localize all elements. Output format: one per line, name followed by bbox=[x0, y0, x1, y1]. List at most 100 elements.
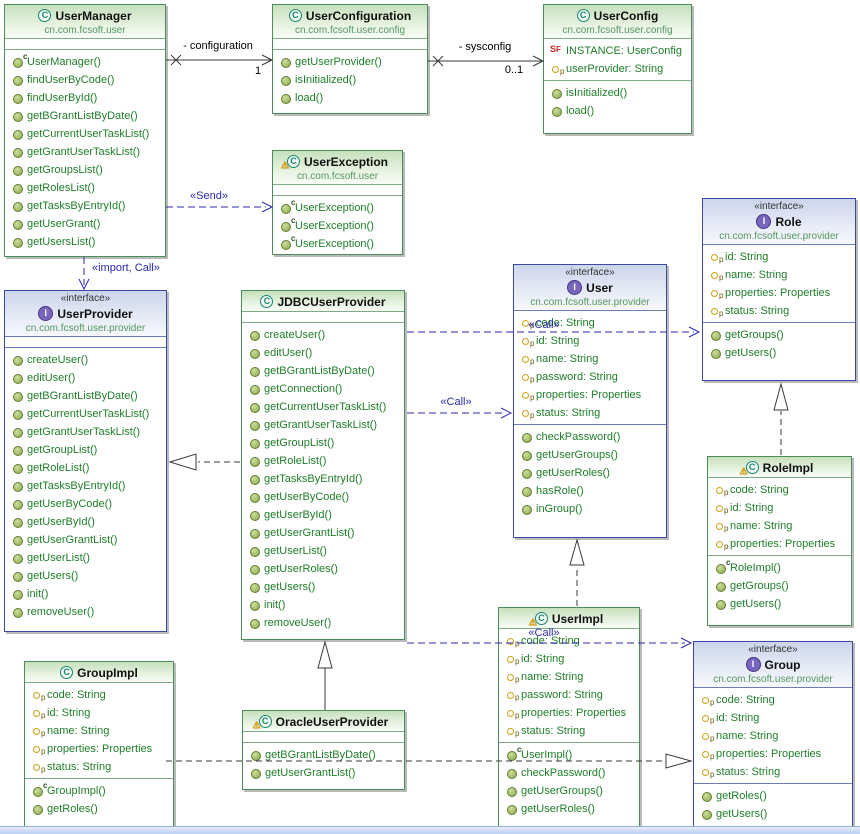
class-package: cn.com.fcsoft.user bbox=[44, 25, 126, 36]
member-label: getRolesList() bbox=[27, 182, 95, 194]
member-label: getCurrentUserTaskList() bbox=[27, 408, 150, 420]
interface-group[interactable]: «interface» Group cn.com.fcsoft.user.pro… bbox=[693, 641, 853, 834]
member-label: getGroupsList() bbox=[27, 164, 103, 176]
member-row: getGrantUserTaskList() bbox=[5, 143, 165, 161]
member-row: getUserRoles() bbox=[514, 464, 666, 482]
class-user-exception[interactable]: UserException cn.com.fcsoft.user cUserEx… bbox=[272, 150, 403, 255]
edge-label-configuration: - configuration bbox=[183, 40, 253, 52]
member-label: getUsers() bbox=[264, 581, 316, 593]
member-label: getUserGrantList() bbox=[264, 527, 355, 539]
property-icon: p bbox=[714, 537, 730, 551]
member-row: hasRole() bbox=[514, 482, 666, 500]
warning-icon bbox=[740, 466, 748, 477]
method-icon bbox=[505, 784, 521, 798]
member-label: UserException() bbox=[295, 202, 374, 214]
member-row: getGroupsList() bbox=[5, 161, 165, 179]
method-icon bbox=[279, 73, 295, 87]
method-icon bbox=[248, 382, 264, 396]
method-icon bbox=[11, 163, 27, 177]
member-label: getUserGrantList() bbox=[27, 534, 118, 546]
member-label: id: String bbox=[521, 653, 565, 665]
method-icon bbox=[700, 807, 716, 821]
class-user-config[interactable]: UserConfig cn.com.fcsoft.user.config SFI… bbox=[543, 4, 692, 134]
member-label: getRoles() bbox=[47, 803, 98, 815]
method-icon bbox=[520, 430, 536, 444]
method-icon bbox=[248, 562, 264, 576]
member-row: inGroup() bbox=[514, 500, 666, 518]
member-row: getUserRoles() bbox=[242, 560, 404, 578]
member-label: code: String bbox=[730, 484, 789, 496]
member-row: isInitialized() bbox=[273, 71, 427, 89]
method-icon bbox=[709, 328, 725, 342]
class-package: cn.com.fcsoft.user.config bbox=[562, 25, 673, 36]
member-row: getGroupList() bbox=[242, 434, 404, 452]
member-row: editUser() bbox=[5, 369, 166, 387]
member-row: getUserGrant() bbox=[5, 215, 165, 233]
member-label: checkPassword() bbox=[536, 431, 621, 443]
member-label: getGroupList() bbox=[264, 437, 335, 449]
member-label: getUserGroups() bbox=[536, 449, 618, 461]
constructor-icon: c bbox=[31, 782, 47, 798]
property-icon: p bbox=[31, 760, 47, 774]
method-icon bbox=[520, 502, 536, 516]
member-label: status: String bbox=[47, 761, 112, 773]
fields-compartment bbox=[5, 38, 165, 49]
member-row: getRoleList() bbox=[5, 459, 166, 477]
constructor-icon: c bbox=[505, 746, 521, 762]
class-header: UserManager cn.com.fcsoft.user bbox=[5, 5, 165, 38]
method-icon bbox=[11, 407, 27, 421]
method-icon bbox=[11, 443, 27, 457]
member-label: UserImpl() bbox=[521, 749, 573, 761]
property-icon: p bbox=[505, 634, 521, 648]
method-icon bbox=[248, 508, 264, 522]
class-user-configuration[interactable]: UserConfiguration cn.com.fcsoft.user.con… bbox=[272, 4, 428, 114]
class-user-manager[interactable]: UserManager cn.com.fcsoft.user cUserMana… bbox=[4, 4, 166, 257]
method-icon bbox=[11, 181, 27, 195]
fields-compartment bbox=[243, 731, 404, 742]
method-icon bbox=[11, 145, 27, 159]
class-header: UserException cn.com.fcsoft.user bbox=[273, 151, 402, 184]
property-icon: p bbox=[700, 693, 716, 707]
class-oracle-user-provider[interactable]: OracleUserProvider getBGrantListByDate()… bbox=[242, 710, 405, 790]
member-label: inGroup() bbox=[536, 503, 583, 515]
class-jdbc-user-provider[interactable]: JDBCUserProvider createUser()editUser()g… bbox=[241, 290, 405, 640]
member-label: getBGrantListByDate() bbox=[27, 110, 138, 122]
member-row: removeUser() bbox=[242, 614, 404, 632]
property-icon: p bbox=[31, 724, 47, 738]
interface-user-provider[interactable]: «interface» UserProvider cn.com.fcsoft.u… bbox=[4, 290, 167, 632]
property-icon: p bbox=[700, 711, 716, 725]
class-title: UserException bbox=[303, 154, 389, 169]
interface-user[interactable]: «interface» User cn.com.fcsoft.user.prov… bbox=[513, 264, 667, 538]
member-label: properties: Properties bbox=[521, 707, 627, 719]
member-row: getTasksByEntryId() bbox=[242, 470, 404, 488]
warning-icon bbox=[253, 720, 261, 731]
class-package: cn.com.fcsoft.user.config bbox=[294, 25, 406, 36]
property-icon: p bbox=[709, 268, 725, 282]
member-label: UserException() bbox=[295, 220, 374, 232]
member-row: getRolesList() bbox=[5, 179, 165, 197]
member-row: removeUser() bbox=[5, 603, 166, 621]
stereotype-label: «interface» bbox=[754, 201, 804, 212]
method-icon bbox=[550, 104, 566, 118]
member-row: editUser() bbox=[242, 344, 404, 362]
edge-multiplicity-sysconfig: 0..1 bbox=[504, 64, 524, 76]
member-label: getUserRoles() bbox=[521, 803, 595, 815]
interface-role[interactable]: «interface» Role cn.com.fcsoft.user.prov… bbox=[702, 198, 856, 381]
member-label: id: String bbox=[725, 251, 769, 263]
member-label: INSTANCE: UserConfig bbox=[566, 45, 682, 57]
property-icon: p bbox=[700, 747, 716, 761]
member-label: getRoleList() bbox=[27, 462, 90, 474]
horizontal-scrollbar[interactable] bbox=[0, 826, 860, 834]
class-title: JDBCUserProvider bbox=[277, 294, 386, 309]
